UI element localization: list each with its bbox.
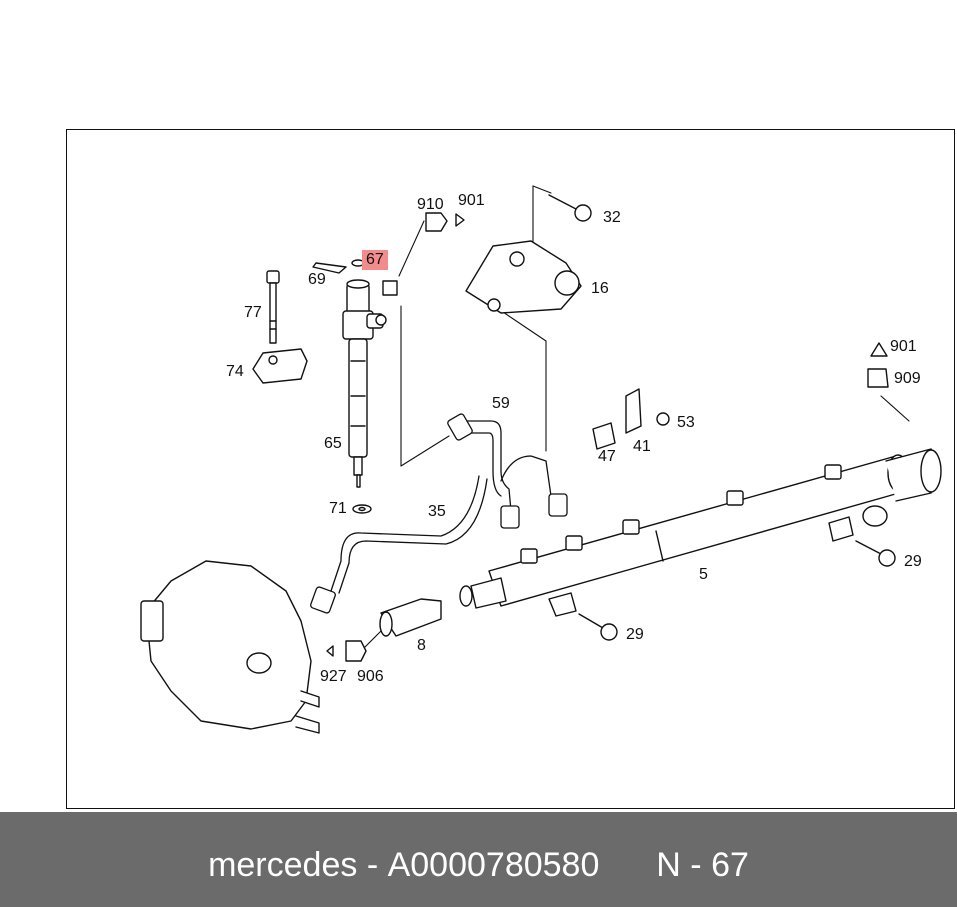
callout-16: 16 <box>591 280 609 297</box>
callout-53: 53 <box>677 414 695 431</box>
callout-41: 41 <box>633 438 651 455</box>
callout-69: 69 <box>308 271 326 288</box>
callout-67-highlighted: 67 <box>362 250 388 270</box>
nut-part-53 <box>656 412 670 426</box>
connector-part-906 <box>345 640 367 662</box>
cap-part-901-rail <box>870 342 888 357</box>
bracket-part-16 <box>465 240 582 314</box>
parts-diagram: 910 901 32 67 69 16 77 74 901 909 59 53 … <box>66 129 955 809</box>
bolt-part-32 <box>548 194 592 222</box>
part-number: A0000780580 <box>387 846 600 884</box>
callout-32: 32 <box>603 209 621 226</box>
brand-name: mercedes <box>208 846 358 884</box>
cap-part-927 <box>326 645 334 657</box>
holder-part-41 <box>625 388 642 434</box>
callout-59: 59 <box>492 395 510 412</box>
bolt-part-29-lower <box>578 613 618 641</box>
fuel-line-part-35 <box>310 475 488 614</box>
callout-901-top: 901 <box>458 192 485 209</box>
callout-927: 927 <box>320 668 347 685</box>
clip-part-47 <box>592 422 616 450</box>
high-pressure-pump <box>140 560 320 734</box>
part-caption: mercedes - A0000780580 N - 67 <box>0 846 957 885</box>
callout-77: 77 <box>244 304 262 321</box>
cap-part-901 <box>455 213 465 227</box>
clip-part-69 <box>312 262 347 274</box>
sensor-part-8 <box>379 598 442 637</box>
ref-prefix: N <box>656 846 681 884</box>
callout-5: 5 <box>699 566 708 583</box>
callout-8: 8 <box>417 637 426 654</box>
fuel-line-part-59 <box>447 413 568 529</box>
callout-909: 909 <box>894 370 921 387</box>
callout-29-upper: 29 <box>904 553 922 570</box>
part-caption-bar: mercedes - A0000780580 N - 67 <box>0 812 957 907</box>
bolt-part-29-upper <box>855 540 896 567</box>
connector-part-910 <box>425 212 448 232</box>
callout-901-right: 901 <box>890 338 917 355</box>
rail-part-5 <box>459 448 942 617</box>
sensor-part-909 <box>867 368 889 388</box>
callout-29-lower: 29 <box>626 626 644 643</box>
callout-47: 47 <box>598 448 616 465</box>
callout-65: 65 <box>324 435 342 452</box>
callout-71: 71 <box>329 500 347 517</box>
callout-910: 910 <box>417 196 444 213</box>
callout-906: 906 <box>357 668 384 685</box>
seal-part-71 <box>352 504 372 514</box>
callout-74: 74 <box>226 363 244 380</box>
callout-35: 35 <box>428 503 446 520</box>
bolt-part-77 <box>266 270 280 344</box>
ref-number: 67 <box>711 846 749 884</box>
ref-separator: - <box>690 846 702 884</box>
injector-part-65 <box>342 279 398 488</box>
clamp-part-74 <box>252 348 308 384</box>
caption-separator: - <box>366 846 379 884</box>
diagram-drawing <box>140 185 942 734</box>
